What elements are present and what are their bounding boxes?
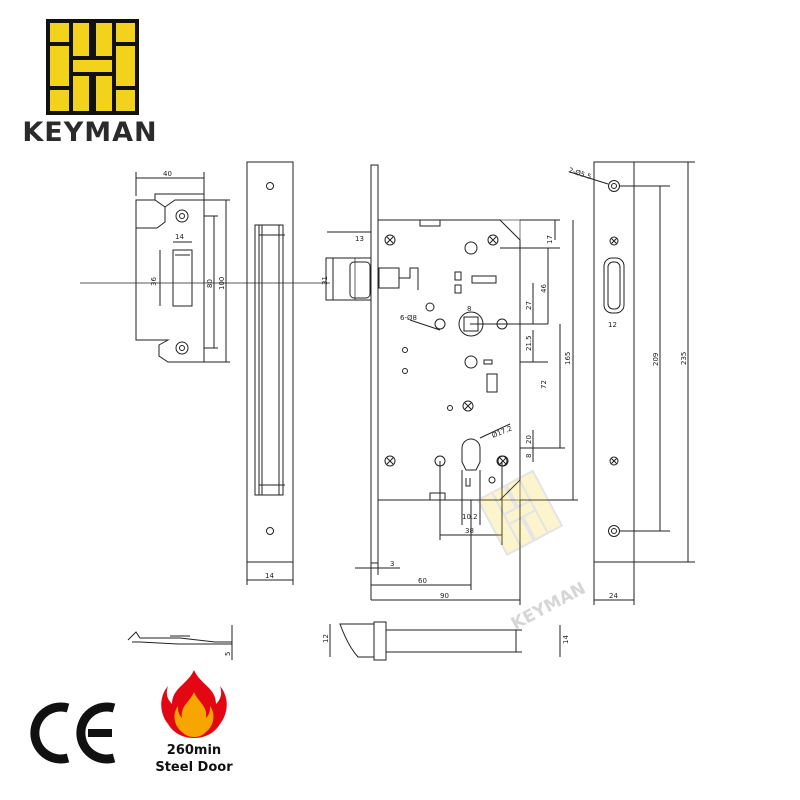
- dim-cylinder-width: 10.2: [462, 513, 478, 521]
- strike-side-profile: [127, 631, 232, 645]
- dim-faceplate-width: 24: [609, 592, 618, 600]
- dim-spindle-to-cylinder: 72: [540, 380, 548, 389]
- dim-case-height: 165: [564, 352, 572, 365]
- dim-bolt-height: 12: [322, 634, 330, 643]
- dim-latch-offset: 27: [525, 301, 533, 310]
- dim-latch-height: 31: [321, 276, 329, 285]
- dim-strike-hole-spacing: 80: [206, 279, 214, 288]
- watermark-logo-icon: [476, 469, 564, 557]
- dim-faceplate-length: 235: [680, 352, 688, 365]
- dim-strike-slot-height: 36: [150, 277, 158, 286]
- dim-faceplate-hole-spec: 2-Ø5.5: [567, 166, 592, 181]
- dim-screw-holes: 6-Ø8: [400, 314, 417, 322]
- dim-faceplate-hole-spacing: 209: [652, 353, 660, 366]
- faceplate-side-view: [246, 161, 294, 563]
- dim-backset-small: 38: [465, 527, 474, 535]
- dim-spindle-offset: 21.5: [525, 335, 533, 351]
- dim-faceplate-side-width: 14: [265, 572, 274, 580]
- dim-case-depth: 90: [440, 592, 449, 600]
- ce-mark-icon: [30, 702, 116, 764]
- fire-rating-duration: 260min: [166, 743, 222, 758]
- dim-backset: 60: [418, 577, 427, 585]
- keyman-logo-icon: [46, 19, 139, 115]
- dim-strike-lip: 5: [224, 652, 232, 656]
- dim-bolt-thickness: 14: [562, 635, 570, 644]
- strike-plate-front: [135, 193, 205, 363]
- dim-top-offset: 17: [546, 235, 554, 244]
- brand-name: KEYMAN: [22, 117, 158, 148]
- dim-cylinder-diameter: Ø17.2: [491, 425, 514, 440]
- fire-rating-door-type: Steel Door: [155, 760, 233, 775]
- dim-cylinder-offset: 20: [525, 435, 533, 444]
- bolt-side-profile: [339, 621, 522, 661]
- faceplate-front-view: [593, 161, 635, 563]
- dim-strike-slot-width: 14: [175, 233, 184, 241]
- dim-faceplate-slot-width: 12: [608, 321, 617, 329]
- dim-latch-width: 13: [355, 235, 364, 243]
- dim-strike-width: 40: [163, 170, 172, 178]
- fire-icon: [161, 670, 227, 738]
- dim-strike-height: 100: [218, 277, 226, 290]
- dim-latch-to-spindle: 46: [540, 284, 548, 293]
- lock-body: [325, 164, 521, 564]
- dim-spindle-square: 8: [467, 305, 471, 313]
- dim-cylinder-square: 8: [525, 454, 533, 458]
- dim-faceplate-thickness: 3: [390, 560, 394, 568]
